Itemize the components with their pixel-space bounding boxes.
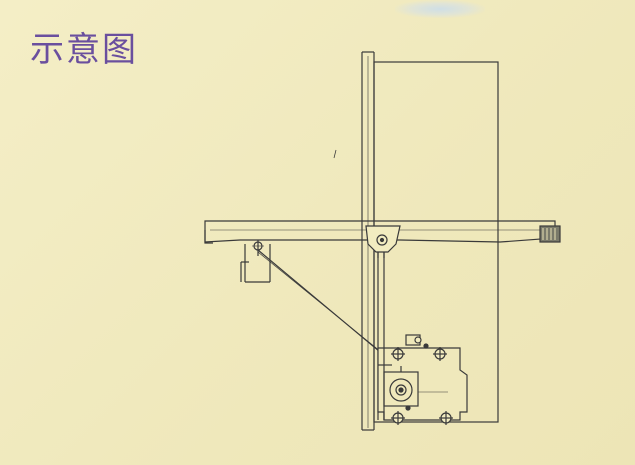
bolt	[391, 411, 405, 425]
bolt	[439, 411, 453, 425]
page-title: 示意图	[30, 30, 138, 70]
photo-glare	[395, 0, 485, 18]
bolt	[391, 347, 405, 361]
bolt	[414, 336, 422, 344]
left-pulley-assembly	[240, 240, 271, 283]
cables	[257, 249, 393, 363]
bolts	[391, 336, 453, 425]
motor-housing	[377, 334, 468, 421]
bolt	[433, 347, 447, 361]
beam-end-roller	[539, 225, 561, 243]
pivot-bracket	[365, 225, 401, 258]
wall-mark	[333, 149, 337, 159]
